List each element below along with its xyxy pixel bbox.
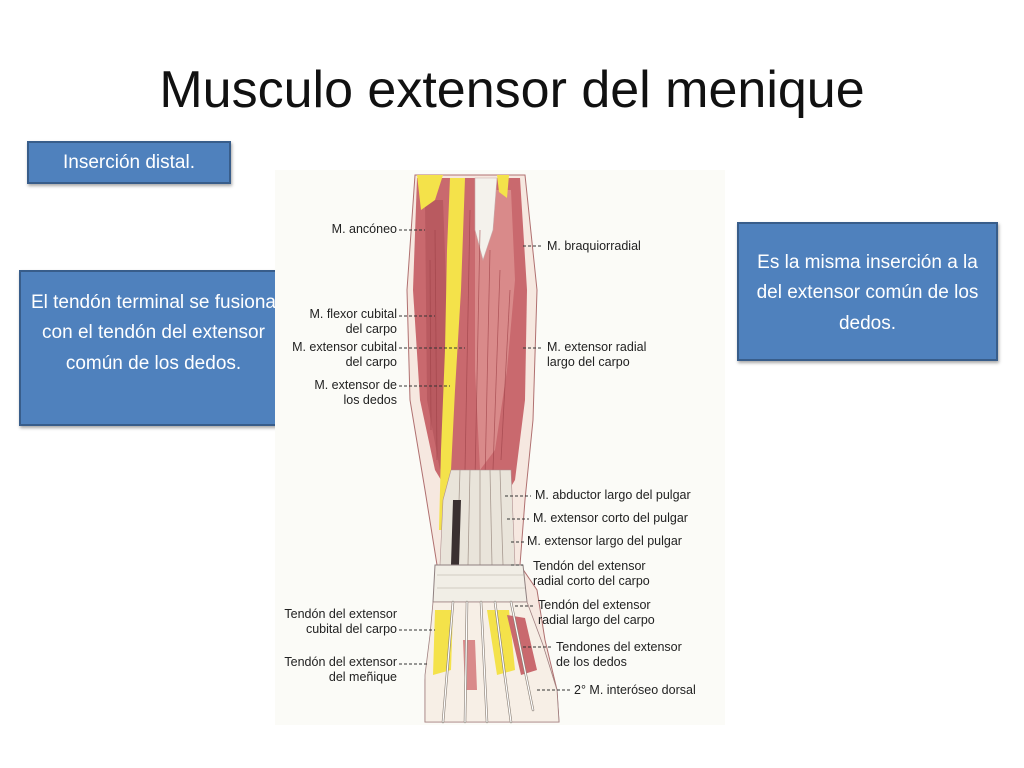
label-tendon-menique-1: Tendón del extensor — [284, 655, 397, 669]
forearm-drawing — [399, 174, 571, 724]
label-interoseo: 2° M. interóseo dorsal — [574, 683, 696, 697]
label-tendon-menique-2: del meñique — [328, 670, 397, 684]
label-ext-dedos-1: M. extensor de — [314, 378, 397, 392]
label-abductor-largo: M. abductor largo del pulgar — [535, 488, 691, 502]
retinaculum — [432, 564, 528, 603]
label-tendon-radial-corto-1: Tendón del extensor — [533, 559, 646, 573]
label-anconeo: M. ancóneo — [331, 222, 397, 236]
label-ext-radial-largo-2: largo del carpo — [547, 355, 630, 369]
label-flexor-cubital-1: M. flexor cubital — [309, 307, 397, 321]
label-ext-radial-largo-1: M. extensor radial — [547, 340, 647, 354]
label-ext-cubital-2: del carpo — [345, 355, 397, 369]
label-tendon-cubital-2: cubital del carpo — [305, 622, 397, 636]
interosseous-red — [507, 615, 537, 675]
label-ext-corto-pulgar: M. extensor corto del pulgar — [533, 511, 688, 525]
ulna-shadow — [451, 500, 461, 565]
label-ext-cubital-1: M. extensor cubital — [292, 340, 397, 354]
retinaculum-lines — [437, 574, 525, 589]
upper-tendon — [474, 177, 498, 262]
label-ext-dedos-2: los dedos — [343, 393, 397, 407]
label-tendon-radial-largo-1: Tendón del extensor — [538, 598, 651, 612]
label-flexor-cubital-2: del carpo — [345, 322, 397, 336]
label-tendon-cubital-1: Tendón del extensor — [284, 607, 397, 621]
label-ext-largo-pulgar: M. extensor largo del pulgar — [527, 534, 682, 548]
elbow-yellow-2 — [497, 175, 509, 198]
slide-title: Musculo extensor del menique — [159, 61, 865, 119]
elbow-yellow — [417, 175, 443, 210]
label-tendon-radial-largo-2: radial largo del carpo — [538, 613, 655, 627]
muscle-striations — [429, 209, 511, 481]
callout-misma-insercion: Es la misma inserción a la del extensor … — [737, 222, 998, 361]
lower-tendon-band — [439, 469, 516, 566]
muscle-highlight-1 — [475, 190, 515, 470]
callout-insercion-distal: Inserción distal. — [27, 141, 231, 184]
label-tendon-radial-corto-2: radial corto del carpo — [533, 574, 650, 588]
label-tendones-dedos-1: Tendones del extensor — [556, 640, 682, 654]
leader-lines — [399, 229, 571, 691]
hand-tendons-inner — [442, 601, 534, 723]
label-tendones-dedos-2: de los dedos — [556, 655, 627, 669]
callout-tendon-fusion: El tendón terminal se fusiona con el ten… — [19, 270, 288, 426]
forearm-illustration: M. ancóneo M. flexor cubital del carpo M… — [275, 170, 725, 725]
ulna-strip — [439, 178, 465, 530]
label-braquiorradial: M. braquiorradial — [547, 239, 641, 253]
